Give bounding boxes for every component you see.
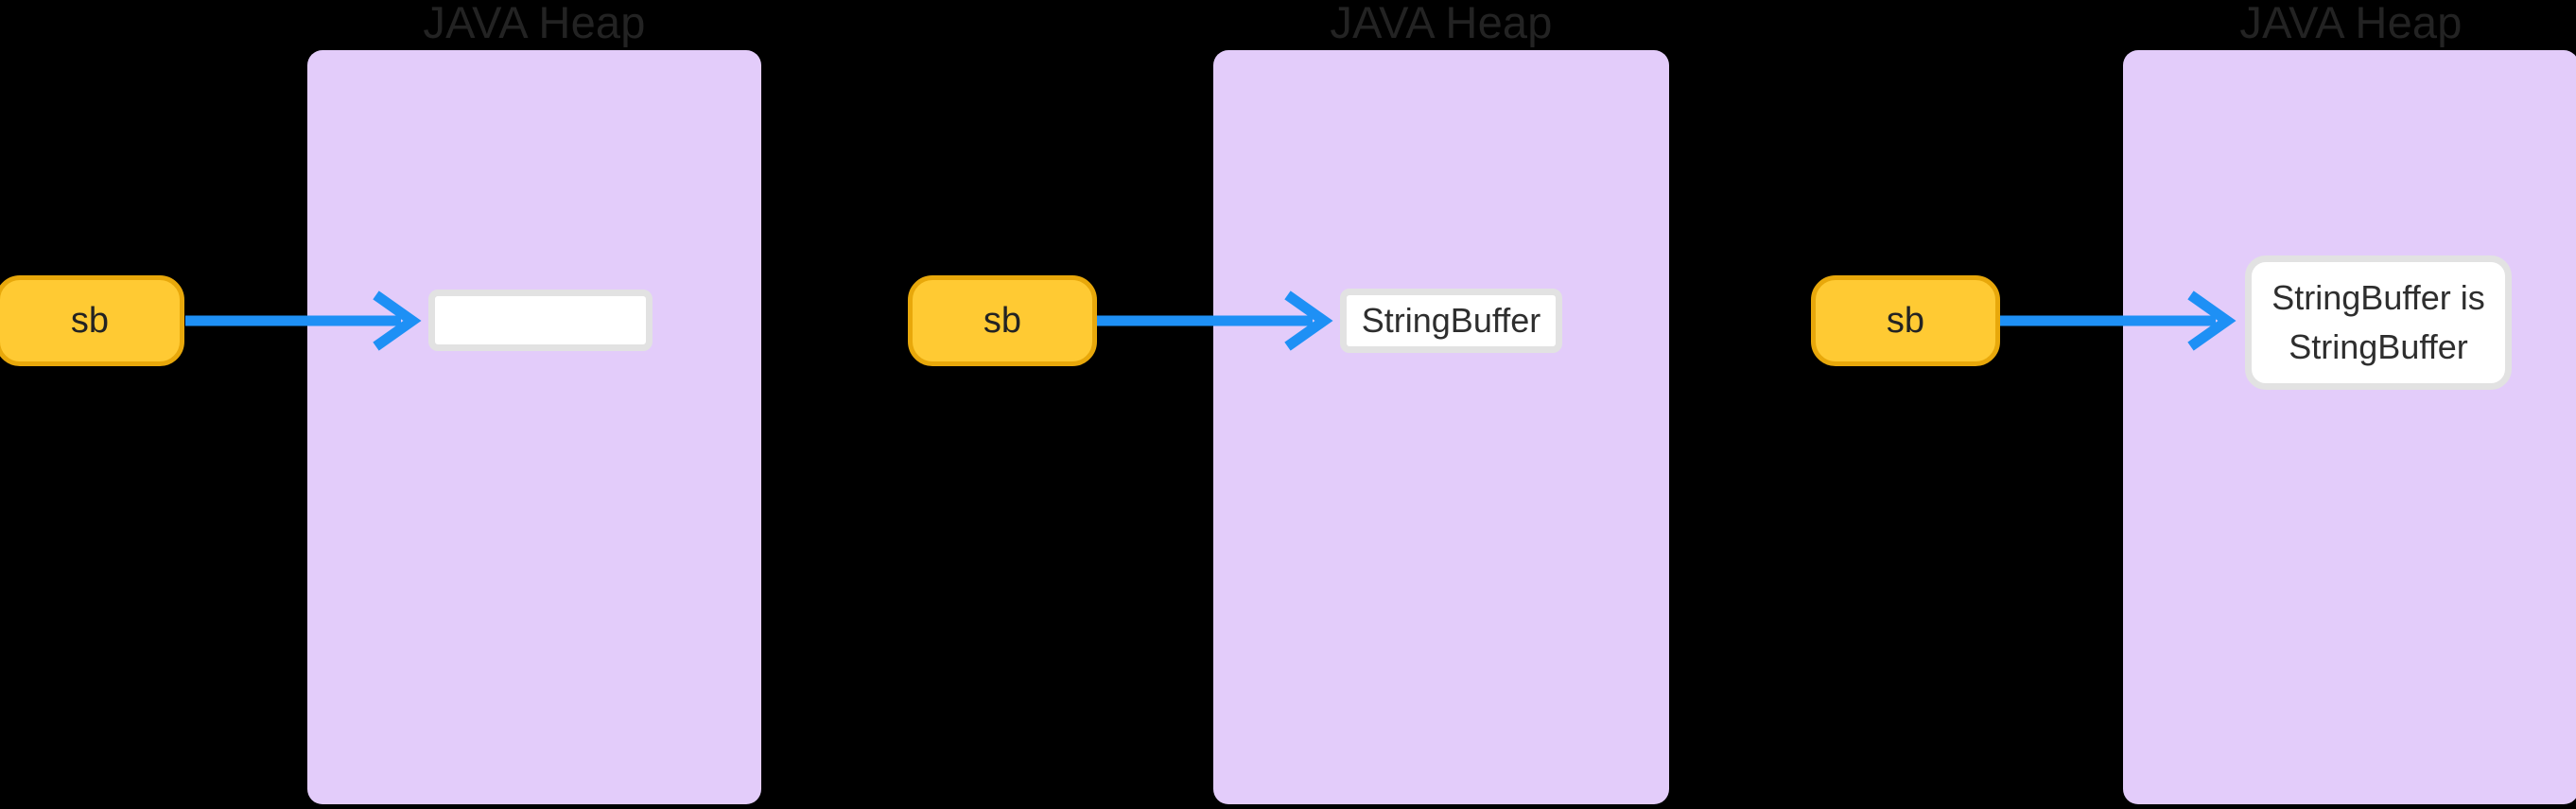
heap-object-label-2: StringBuffer (1361, 301, 1541, 340)
heap-title-1: JAVA Heap (423, 0, 646, 47)
heap-panel-3 (2123, 50, 2576, 804)
variable-node-label-1: sb (70, 300, 110, 341)
heap-group-2: JAVA Heap (1213, 0, 1669, 809)
variable-node-sb-3[interactable]: sb (1811, 275, 2000, 366)
heap-group-3: JAVA Heap (2123, 0, 2576, 809)
heap-object-box-3[interactable]: StringBuffer is StringBuffer (2245, 255, 2512, 390)
heap-object-box-1[interactable] (428, 290, 653, 351)
variable-node-sb-1[interactable]: sb (0, 275, 184, 366)
variable-node-sb-2[interactable]: sb (908, 275, 1097, 366)
heap-object-label-3: StringBuffer is StringBuffer (2271, 278, 2485, 366)
heap-title-3: JAVA Heap (2239, 0, 2463, 47)
heap-group-1: JAVA Heap (307, 0, 761, 809)
heap-object-box-2[interactable]: StringBuffer (1340, 289, 1562, 353)
heap-panel-1 (307, 50, 761, 804)
variable-node-label-3: sb (1886, 300, 1925, 341)
variable-node-label-2: sb (983, 300, 1022, 341)
heap-panel-2 (1213, 50, 1669, 804)
heap-title-2: JAVA Heap (1330, 0, 1553, 47)
